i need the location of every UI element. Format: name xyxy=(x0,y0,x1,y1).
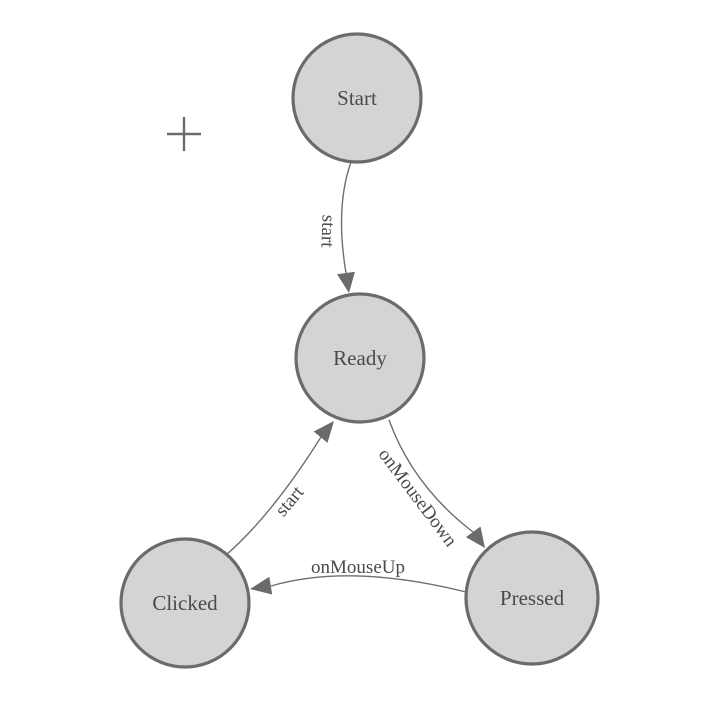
node-start[interactable]: Start xyxy=(291,32,423,164)
edge-label-onmouseup: onMouseUp xyxy=(311,557,405,578)
edge-label-start-2: start xyxy=(271,482,309,521)
node-ready[interactable]: Ready xyxy=(294,292,426,424)
arrowhead-icon xyxy=(250,576,273,595)
crosshair-icon xyxy=(167,117,201,151)
node-start-label: Start xyxy=(337,86,377,110)
edge-start-to-ready[interactable]: start xyxy=(316,161,355,293)
node-pressed[interactable]: Pressed xyxy=(464,530,600,666)
node-clicked[interactable]: Clicked xyxy=(119,537,251,669)
edge-label-onmousedown: onMouseDown xyxy=(374,445,462,552)
node-pressed-label: Pressed xyxy=(500,586,565,610)
arrowhead-icon xyxy=(337,271,355,293)
node-ready-label: Ready xyxy=(333,346,387,370)
edge-clicked-to-ready[interactable]: start xyxy=(225,421,334,556)
node-clicked-label: Clicked xyxy=(152,591,218,615)
edge-ready-to-pressed[interactable]: onMouseDown xyxy=(374,419,485,552)
arrowhead-icon xyxy=(313,421,334,443)
edge-label-start-1: start xyxy=(316,214,338,248)
edge-pressed-to-clicked[interactable]: onMouseUp xyxy=(250,557,467,595)
arrowhead-icon xyxy=(465,526,485,548)
